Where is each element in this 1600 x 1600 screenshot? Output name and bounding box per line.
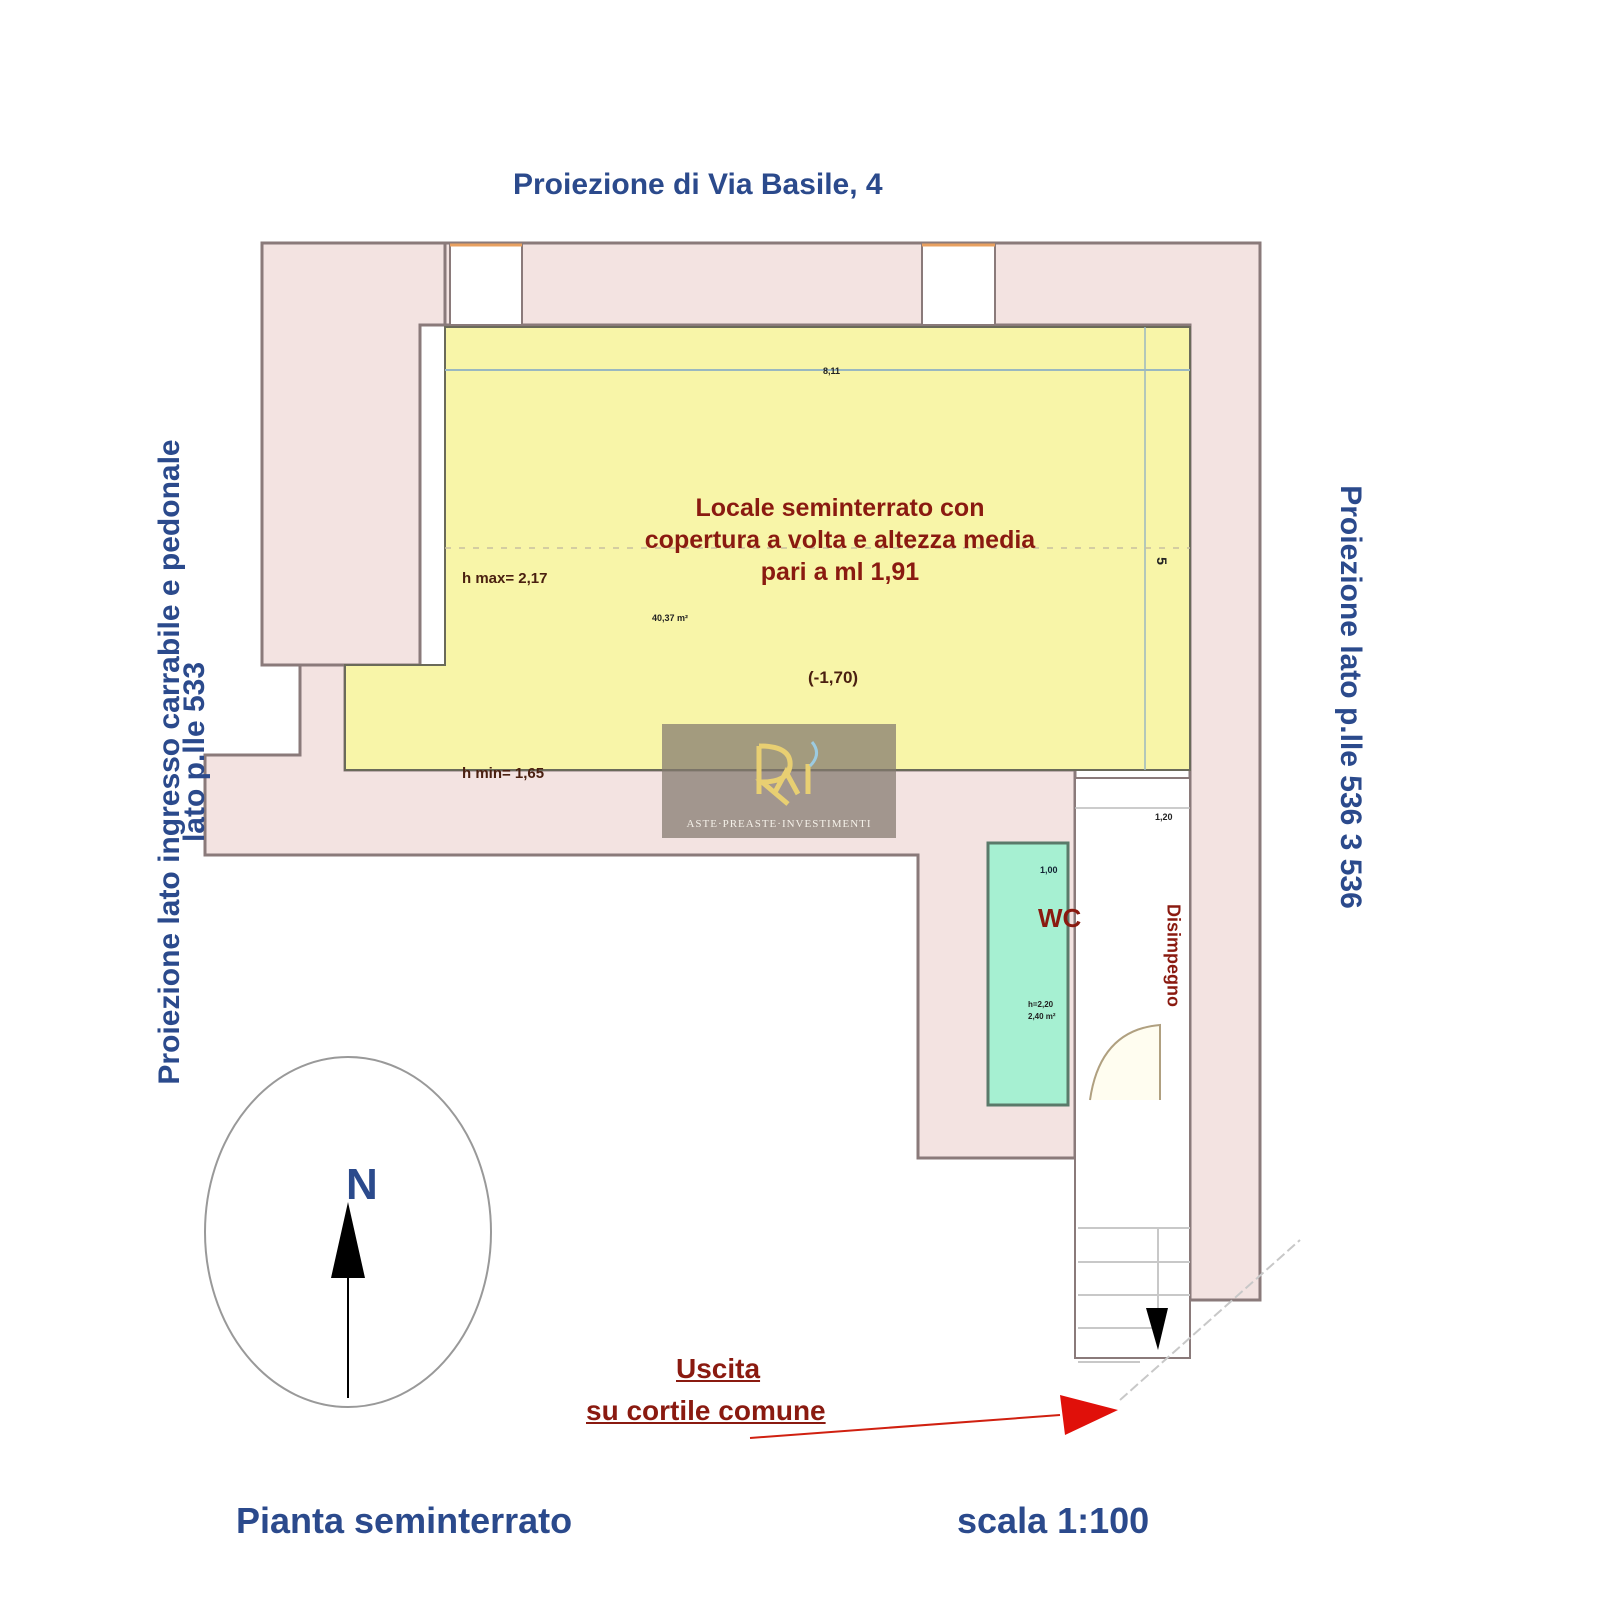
compass-north-label: N: [346, 1160, 378, 1209]
h-max: h max= 2,17: [462, 570, 548, 587]
h-min: h min= 1,65: [462, 765, 545, 782]
watermark-logo: Aste·Preaste·Investimenti: [662, 724, 896, 838]
room-description-line3: pari a ml 1,91: [760, 558, 920, 586]
watermark-text: Aste·Preaste·Investimenti: [686, 818, 872, 830]
stair-down-arrow-icon: [1146, 1308, 1168, 1350]
title-left-2: lato p.lle 533: [178, 661, 211, 843]
wc-dim: 1,00: [1040, 865, 1058, 875]
exit-line: [749, 1414, 1061, 1439]
room-description-line1: Locale seminterrato con: [695, 494, 985, 522]
wc-label: WC: [1038, 903, 1082, 933]
scale-label: scala 1:100: [957, 1500, 1150, 1541]
exit-line1: Uscita: [676, 1353, 761, 1384]
window-2: [921, 242, 996, 326]
north-arrow-icon: [331, 1202, 365, 1278]
room-description-line2: copertura a volta e altezza media: [644, 526, 1036, 554]
window-1: [449, 242, 523, 326]
door: [1089, 1023, 1161, 1101]
exit-line2: su cortile comune: [586, 1395, 826, 1426]
title-top: Proiezione di Via Basile, 4: [513, 168, 883, 201]
dim-top: 8,11: [823, 366, 841, 376]
logo-mark-icon: [755, 741, 818, 806]
exit-arrow-icon: [1060, 1395, 1118, 1435]
corridor-dim: 1,20: [1155, 812, 1173, 822]
title-right: Proiezione lato p.lle 536 3 536: [1334, 485, 1367, 909]
wc-area: 2,40 m²: [1028, 1012, 1056, 1021]
room-level: (-1,70): [808, 668, 859, 687]
room-area: 40,37 m²: [652, 613, 689, 623]
corridor-label: Disimpegno: [1163, 903, 1184, 1007]
stairs: [1078, 1227, 1301, 1401]
wc-height: h=2,20: [1028, 1000, 1054, 1009]
dim-side: 5: [1153, 557, 1170, 565]
plan-name: Pianta seminterrato: [236, 1500, 573, 1541]
room-description: Locale seminterrato con copertura a volt…: [560, 492, 1120, 588]
wc-room: [986, 841, 1070, 1107]
